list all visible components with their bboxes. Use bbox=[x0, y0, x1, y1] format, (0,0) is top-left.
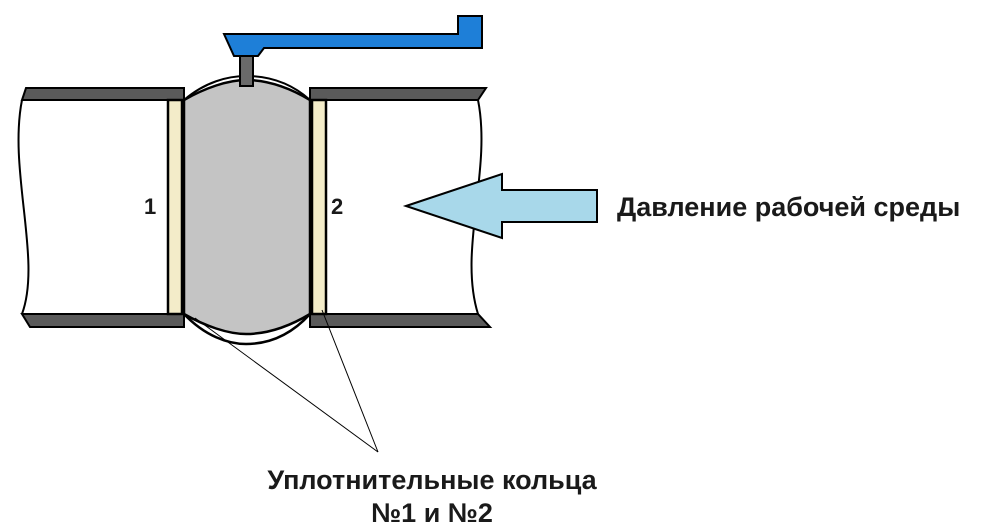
valve-stem bbox=[239, 55, 254, 87]
leader-line-ring-2 bbox=[321, 309, 379, 453]
seal-ring-2 bbox=[310, 98, 328, 316]
pipe-wall-bottom-left bbox=[20, 313, 185, 328]
pressure-arrow bbox=[402, 172, 598, 240]
seal-rings-caption-line2: №1 и №2 bbox=[371, 498, 493, 528]
pipe-wall-top-left bbox=[20, 87, 185, 101]
ring-2-number: 2 bbox=[331, 194, 343, 219]
ball bbox=[182, 78, 312, 336]
seal-rings-caption-line1: Уплотнительные кольца bbox=[267, 465, 597, 495]
pipe-wall-top-right bbox=[309, 87, 488, 101]
seal-ring-1 bbox=[166, 98, 184, 316]
ring-1-number: 1 bbox=[144, 194, 156, 219]
pressure-label: Давление рабочей среды bbox=[617, 192, 960, 222]
pipe-right-interior bbox=[318, 100, 482, 314]
ball-rim-bottom bbox=[183, 313, 311, 346]
leader-line-ring-1 bbox=[194, 317, 379, 453]
valve-handle bbox=[222, 15, 483, 57]
pipe-left-interior bbox=[18, 100, 177, 314]
pipe-left-break bbox=[17, 99, 30, 315]
pipe-wall-bottom-right bbox=[309, 313, 493, 328]
